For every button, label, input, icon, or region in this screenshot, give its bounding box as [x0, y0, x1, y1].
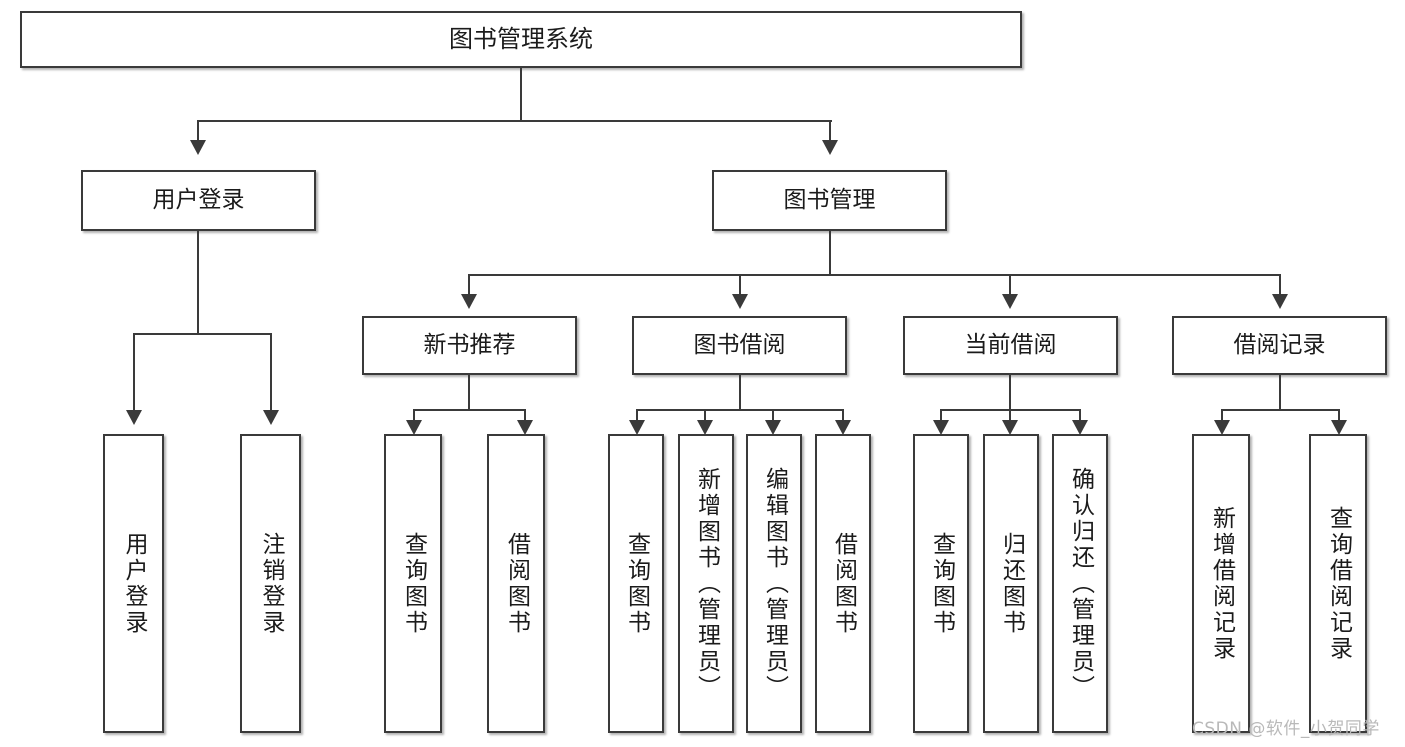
arrow-to-leaf-edit-book — [765, 420, 781, 435]
node-leaf-query-record[interactable]: 查询借阅记录 — [1309, 434, 1367, 733]
node-root[interactable]: 图书管理系统 — [20, 11, 1022, 68]
edge-nbr-bus — [414, 409, 526, 411]
node-leaf-add-record[interactable]: 新增借阅记录 — [1192, 434, 1250, 733]
node-new-book-recommend[interactable]: 新书推荐 — [362, 316, 577, 375]
node-user-login-label: 用户登录 — [152, 186, 245, 213]
node-book-management[interactable]: 图书管理 — [712, 170, 947, 231]
node-leaf-borrow-book-2-label: 借阅图书 — [830, 531, 857, 636]
arrow-to-current-borrow — [1002, 294, 1018, 309]
edge-bb-leg-3 — [772, 409, 774, 421]
node-current-borrow[interactable]: 当前借阅 — [903, 316, 1118, 375]
edge-nbr-leg-1 — [413, 409, 415, 421]
arrow-to-leaf-query-book-2 — [629, 420, 645, 435]
edge-br-bus — [1222, 409, 1340, 411]
edge-root-leg-right — [829, 120, 831, 140]
arrow-to-book-borrow — [732, 294, 748, 309]
edge-bm-leg-3 — [1009, 274, 1011, 294]
node-user-login[interactable]: 用户登录 — [81, 170, 316, 231]
edge-bb-bus — [637, 409, 844, 411]
edge-cb-leg-3 — [1079, 409, 1081, 421]
edge-root-bus — [198, 120, 832, 122]
arrow-to-leaf-confirm-return — [1072, 420, 1088, 435]
edge-user-login-leg-2 — [270, 333, 272, 412]
edge-br-stem — [1279, 375, 1281, 411]
node-leaf-query-book-1[interactable]: 查询图书 — [384, 434, 442, 733]
node-leaf-user-login[interactable]: 用户登录 — [103, 434, 164, 733]
arrow-to-leaf-return-book — [1002, 420, 1018, 435]
arrow-to-leaf-query-book-1 — [406, 420, 422, 435]
edge-root-leg-left — [197, 120, 199, 140]
node-book-borrow-label: 图书借阅 — [693, 331, 786, 358]
node-leaf-add-record-label: 新增借阅记录 — [1208, 505, 1235, 662]
node-current-borrow-label: 当前借阅 — [964, 331, 1057, 358]
edge-cb-stem — [1009, 375, 1011, 411]
node-leaf-query-book-3-label: 查询图书 — [928, 531, 955, 636]
arrow-to-leaf-borrow-book-2 — [835, 420, 851, 435]
edge-book-management-bus — [469, 274, 1281, 276]
edge-user-login-bus — [134, 333, 272, 335]
node-leaf-query-book-1-label: 查询图书 — [400, 531, 427, 636]
edge-user-login-leg-1 — [133, 333, 135, 412]
node-borrow-record[interactable]: 借阅记录 — [1172, 316, 1387, 375]
edge-cb-leg-2 — [1009, 409, 1011, 421]
watermark-text: CSDN @软件_小贺同学 — [1192, 719, 1380, 739]
arrow-to-borrow-record — [1272, 294, 1288, 309]
node-leaf-borrow-book-1[interactable]: 借阅图书 — [487, 434, 545, 733]
edge-bb-stem — [739, 375, 741, 411]
edge-bm-leg-2 — [739, 274, 741, 294]
edge-br-leg-2 — [1338, 409, 1340, 421]
node-leaf-query-book-2[interactable]: 查询图书 — [608, 434, 664, 733]
node-leaf-user-login-label: 用户登录 — [121, 531, 147, 636]
arrow-to-leaf-query-book-3 — [933, 420, 949, 435]
arrow-to-leaf-borrow-book-1 — [517, 420, 533, 435]
node-book-borrow[interactable]: 图书借阅 — [632, 316, 847, 375]
edge-cb-leg-1 — [940, 409, 942, 421]
edge-bb-leg-2 — [704, 409, 706, 421]
edge-nbr-stem — [468, 375, 470, 411]
arrow-to-book-management — [822, 140, 838, 155]
edge-root-stem — [520, 68, 522, 121]
arrow-to-user-login — [190, 140, 206, 155]
node-new-book-recommend-label: 新书推荐 — [423, 331, 516, 358]
arrow-to-leaf-add-book — [697, 420, 713, 435]
arrow-to-leaf-query-record — [1331, 420, 1347, 435]
node-leaf-confirm-return-label: 确认归还（管理员） — [1067, 466, 1094, 701]
arrow-to-leaf-user-login — [126, 410, 142, 425]
node-leaf-logout-login-label: 注销登录 — [258, 531, 284, 636]
node-leaf-return-book[interactable]: 归还图书 — [983, 434, 1039, 733]
node-leaf-add-book-label: 新增图书（管理员） — [693, 466, 720, 701]
edge-book-management-stem — [829, 231, 831, 275]
node-leaf-return-book-label: 归还图书 — [998, 531, 1025, 636]
edge-nbr-leg-2 — [524, 409, 526, 421]
node-leaf-confirm-return[interactable]: 确认归还（管理员） — [1052, 434, 1108, 733]
node-leaf-query-book-2-label: 查询图书 — [623, 531, 650, 636]
node-leaf-edit-book[interactable]: 编辑图书（管理员） — [746, 434, 802, 733]
node-leaf-borrow-book-2[interactable]: 借阅图书 — [815, 434, 871, 733]
edge-bb-leg-1 — [636, 409, 638, 421]
node-leaf-borrow-book-1-label: 借阅图书 — [503, 531, 530, 636]
node-leaf-add-book[interactable]: 新增图书（管理员） — [678, 434, 734, 733]
node-leaf-query-record-label: 查询借阅记录 — [1325, 505, 1352, 662]
node-borrow-record-label: 借阅记录 — [1233, 331, 1326, 358]
node-root-label: 图书管理系统 — [449, 25, 593, 54]
arrow-to-new-book-recommend — [461, 294, 477, 309]
node-leaf-edit-book-label: 编辑图书（管理员） — [761, 466, 788, 701]
node-book-management-label: 图书管理 — [783, 186, 876, 213]
node-leaf-logout-login[interactable]: 注销登录 — [240, 434, 301, 733]
edge-bb-leg-4 — [842, 409, 844, 421]
edge-br-leg-1 — [1221, 409, 1223, 421]
arrow-to-leaf-add-record — [1214, 420, 1230, 435]
edge-cb-bus — [941, 409, 1081, 411]
edge-bm-leg-4 — [1279, 274, 1281, 294]
arrow-to-leaf-logout-login — [263, 410, 279, 425]
edge-user-login-stem — [197, 231, 199, 334]
node-leaf-query-book-3[interactable]: 查询图书 — [913, 434, 969, 733]
edge-bm-leg-1 — [468, 274, 470, 294]
